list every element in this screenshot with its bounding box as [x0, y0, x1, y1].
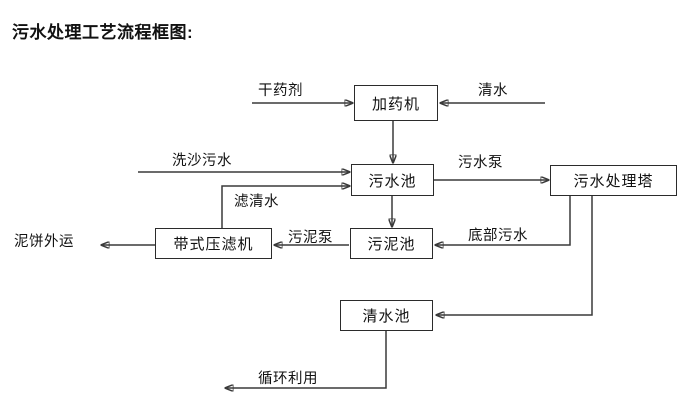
- edge-label-bottom-sewage: 底部污水: [468, 228, 528, 244]
- edge-label-dry-agent: 干药剂: [258, 83, 303, 99]
- edge-label-clean-water-input: 清水: [478, 83, 508, 99]
- node-dosing-machine[interactable]: 加药机: [354, 85, 438, 121]
- node-label: 污水池: [368, 172, 417, 190]
- node-label: 污泥池: [367, 236, 416, 253]
- page-title: 污水处理工艺流程框图:: [12, 23, 194, 42]
- node-clean-water-pool[interactable]: 清水池: [340, 300, 433, 331]
- terminal-label-mud-cake-transport: 泥饼外运: [14, 234, 74, 250]
- edge-label-sand-washing-wastewater: 洗沙污水: [172, 153, 232, 169]
- node-label: 清水池: [362, 308, 411, 325]
- node-sewage-treatment-tower[interactable]: 污水处理塔: [550, 165, 677, 196]
- connector-tower-to-clean: [436, 196, 593, 315]
- edge-label-sewage-pump: 污水泵: [458, 155, 503, 171]
- node-label: 加药机: [371, 95, 420, 113]
- edge-label-sludge-pump: 污泥泵: [288, 230, 333, 246]
- node-belt-filter-press[interactable]: 带式压滤机: [155, 228, 272, 259]
- edge-label-filtrate-water: 滤清水: [234, 194, 279, 210]
- node-label: 带式压滤机: [173, 236, 254, 253]
- edge-label-recycle-reuse: 循环利用: [258, 371, 318, 387]
- node-sludge-pool[interactable]: 污泥池: [350, 228, 433, 259]
- node-sewage-pool[interactable]: 污水池: [351, 164, 434, 196]
- node-label: 污水处理塔: [573, 173, 654, 190]
